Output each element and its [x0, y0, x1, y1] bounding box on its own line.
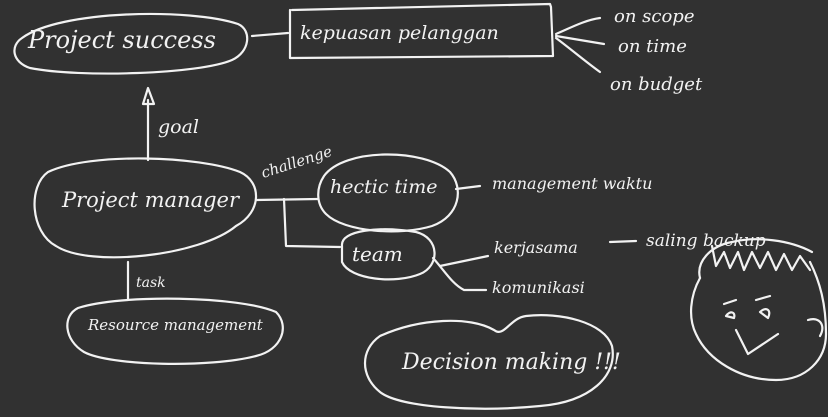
branch-on-scope	[554, 16, 602, 36]
goal-arrow-head	[141, 86, 156, 106]
hectic-time-outline	[317, 153, 459, 233]
resource-management-outline	[66, 297, 284, 365]
face-doodle	[690, 238, 828, 382]
connector-hectic-management	[454, 184, 482, 191]
connector-team-komunikasi	[431, 256, 488, 292]
node-kerjasama: kerjasama	[494, 238, 578, 257]
decision-making-outline	[364, 314, 614, 410]
connector-team-kerjasama	[438, 254, 490, 268]
node-project-manager: Project manager	[62, 188, 240, 212]
node-management-waktu: management waktu	[492, 174, 653, 193]
node-resource-management: Resource management	[88, 316, 263, 334]
connector-pm-challenge	[254, 197, 320, 202]
node-hectic-time: hectic time	[330, 176, 438, 198]
node-komunikasi: komunikasi	[492, 278, 585, 297]
kepuasan-box-outline	[288, 2, 555, 60]
branch-on-budget	[554, 36, 602, 74]
node-team: team	[352, 242, 403, 266]
node-project-success: Project success	[28, 26, 216, 54]
team-outline	[340, 228, 436, 281]
connector-success-kepuasan	[250, 31, 290, 38]
edge-label-goal: goal	[158, 116, 200, 138]
connector-kerjasama-saling	[608, 239, 638, 244]
edge-label-task: task	[136, 275, 166, 291]
node-saling-backup: saling backup	[646, 231, 766, 251]
project-manager-outline	[33, 157, 258, 259]
node-on-budget: on budget	[610, 74, 703, 95]
node-on-time: on time	[618, 36, 687, 57]
node-on-scope: on scope	[614, 6, 695, 27]
node-decision-making: Decision making !!!	[402, 350, 621, 375]
branch-on-time	[554, 34, 606, 46]
connector-branch-team	[282, 197, 342, 249]
node-kepuasan-pelanggan: kepuasan pelanggan	[300, 22, 499, 44]
project-success-outline	[13, 12, 249, 75]
